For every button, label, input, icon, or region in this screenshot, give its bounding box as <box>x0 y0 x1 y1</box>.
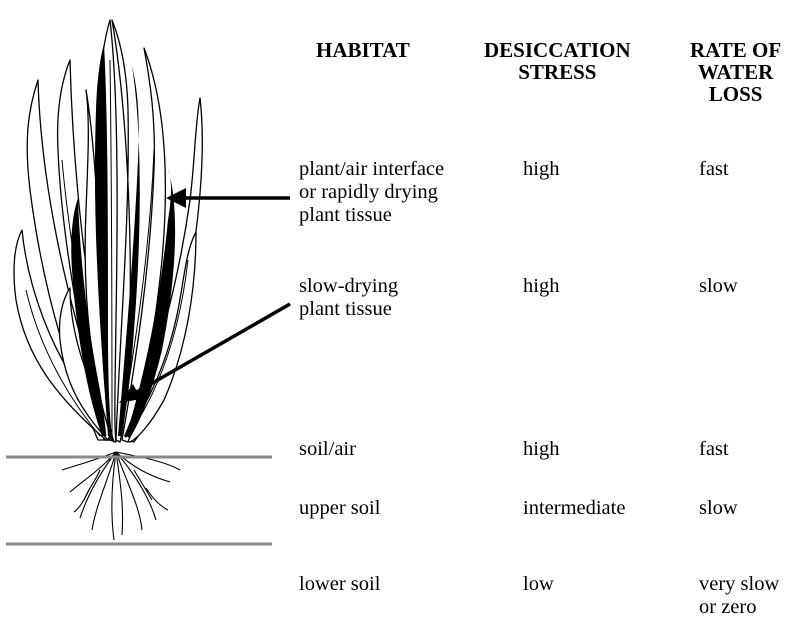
habitat-cell: upper soil <box>299 497 380 520</box>
rate-cell: fast <box>699 158 729 181</box>
header-rate-of-water-loss: RATE OF WATER LOSS <box>690 39 781 105</box>
rate-cell: slow <box>699 497 738 520</box>
stress-cell: high <box>523 158 559 181</box>
stress-cell: high <box>523 438 559 461</box>
rate-cell: fast <box>699 438 729 461</box>
arrow-to-plant-air-interface <box>166 188 290 208</box>
root-system <box>62 452 180 540</box>
habitat-cell: soil/air <box>299 438 356 461</box>
habitat-cell: slow-drying plant tissue <box>299 275 398 321</box>
header-desiccation-stress: DESICCATION STRESS <box>484 39 631 83</box>
habitat-cell: lower soil <box>299 573 380 596</box>
stress-cell: low <box>523 573 554 596</box>
habitat-cell: plant/air interface or rapidly drying pl… <box>299 158 444 227</box>
rate-cell: slow <box>699 275 738 298</box>
stress-cell: high <box>523 275 559 298</box>
header-habitat: HABITAT <box>316 39 410 61</box>
stress-cell: intermediate <box>523 497 625 520</box>
rate-cell: very slow or zero <box>699 573 779 619</box>
